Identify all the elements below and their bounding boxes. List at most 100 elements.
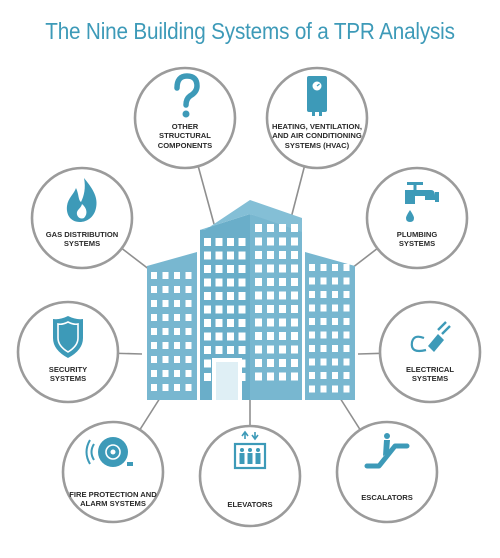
building-window [215,292,223,300]
building-window [291,305,298,313]
building-window [291,359,298,367]
building-window [291,237,298,246]
building-window [332,264,338,271]
building-window [343,345,350,352]
building-window [291,332,298,340]
building-window [320,358,327,366]
building-window [151,328,157,335]
building-window [309,385,315,393]
building-window [291,345,298,354]
building-window [255,372,262,381]
building-window [320,264,327,271]
building-window [279,237,286,246]
label-line: ELEVATORS [227,500,273,509]
building-window [151,356,157,363]
building-window [309,277,315,285]
label-hvac: HEATING, VENTILATION,AND AIR CONDITIONIN… [267,122,367,150]
building-window [238,346,246,354]
building-window [267,359,274,367]
building-window [238,265,246,273]
building-window [238,251,246,260]
building-window [343,291,350,298]
building-window [174,300,180,307]
building-window [343,277,350,285]
building-window [162,384,169,391]
building-window [320,331,327,339]
building-window [279,318,286,327]
page-title: The Nine Building Systems of a TPR Analy… [45,18,455,44]
building-window [227,278,234,287]
flame-icon [66,178,97,222]
building-window [162,356,169,363]
building-window [151,286,157,293]
building-window [279,224,286,232]
right-tower [305,252,355,400]
building-window [309,318,315,325]
building-window [332,277,338,285]
building-window [343,318,350,325]
building-window [227,292,234,300]
building-window [309,291,315,298]
label-escalators: ESCALATORS [337,493,437,502]
building-window [151,342,157,349]
building-window [279,332,286,340]
label-line: SYSTEMS (HVAC) [284,140,350,150]
ring-other-structural [133,66,237,170]
building-window [185,370,192,377]
building-window [332,331,338,339]
building-window [255,345,262,354]
building-window [174,314,180,321]
building-window [151,272,157,279]
building-window [174,356,180,363]
building-window [267,345,274,354]
label-line: ELECTRICAL [405,365,455,374]
building-window [215,238,223,246]
question-mark-icon [174,73,200,118]
building-window [162,286,169,293]
building-window [267,237,274,246]
building-window [255,251,262,259]
elevator-icon [233,430,267,470]
building-window [151,370,157,377]
building-window [255,332,262,340]
label-line: PLUMBING [396,230,438,239]
building-window [174,370,180,377]
building-window [204,359,211,368]
label-line: AND AIR CONDITIONING [272,131,362,141]
building-window [332,385,338,393]
building-window [267,372,274,381]
building-window [204,346,211,354]
building-window [185,384,192,391]
building-window [238,305,246,314]
label-line: SYSTEMS [411,374,449,384]
building-window [267,291,274,300]
building-window [227,305,234,314]
building-window [227,238,234,246]
ring-elevators [198,424,302,528]
building-window [204,373,211,381]
building-window [267,264,274,273]
building-window [255,291,262,300]
label-elevators: ELEVATORS [200,500,300,509]
building-window [215,278,223,287]
building-window [151,314,157,321]
building-window [204,265,211,273]
label-line: SYSTEMS [63,239,101,249]
building-window [267,305,274,313]
building-window [309,331,315,339]
building-window [267,224,274,232]
building-window [291,264,298,273]
building-window [215,346,223,354]
building-window [291,291,298,300]
building-window [332,345,338,352]
building-window [204,278,211,287]
building-window [255,264,262,273]
building-window [255,359,262,367]
building-window [174,328,180,335]
